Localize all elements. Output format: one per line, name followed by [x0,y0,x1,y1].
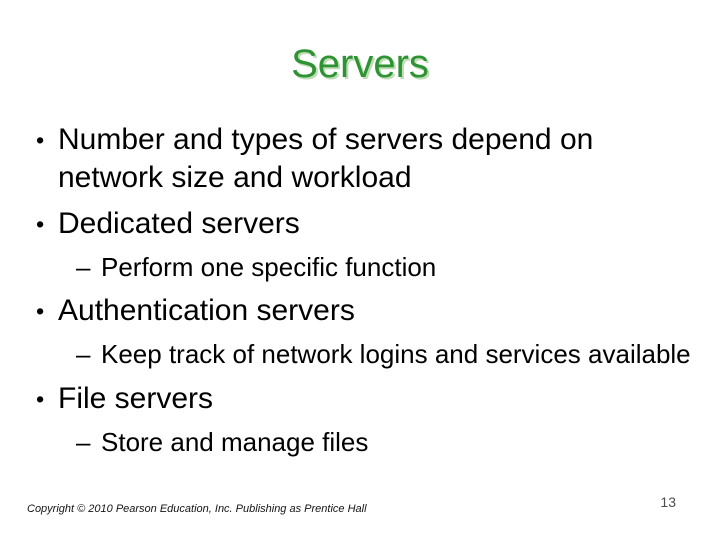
bullet-item: • Dedicated servers [36,205,692,243]
sub-bullet-text: Keep track of network logins and service… [101,339,691,370]
bullet-item: • Authentication servers [36,292,692,330]
bullet-icon: • [36,211,45,238]
sub-bullet-item: – Perform one specific function [36,251,692,284]
page-number: 13 [660,494,676,510]
sub-bullet-item: – Keep track of network logins and servi… [36,338,692,371]
dash-icon: – [76,426,91,457]
slide-title: Servers [291,42,429,86]
bullet-list: • Number and types of servers depend on … [36,121,692,459]
bullet-icon: • [36,127,45,153]
sub-bullet-text: Store and manage files [101,426,369,457]
bullet-item: • Number and types of servers depend on … [36,121,692,197]
dash-icon: – [76,252,91,283]
dash-icon: – [76,339,91,370]
sub-bullet-text: Perform one specific function [101,252,437,283]
bullet-text: Dedicated servers [58,207,300,241]
copyright-footer: Copyright © 2010 Pearson Education, Inc.… [27,503,367,515]
bullet-text: Authentication servers [58,294,355,328]
sub-bullet-item: – Store and manage files [36,426,692,459]
bullet-icon: • [36,298,45,325]
bullet-text: File servers [58,381,214,415]
bullet-text: Number and types of servers depend on ne… [58,123,594,195]
bullet-item: • File servers [36,380,692,418]
bullet-icon: • [36,385,45,412]
